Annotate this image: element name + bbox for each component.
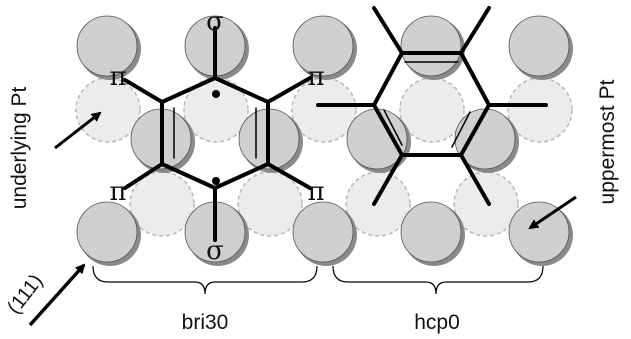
uppermost-atom [76, 15, 141, 80]
bri30-label: bri30 [182, 311, 229, 334]
uppermost-atom [508, 15, 573, 80]
uppermost-atom [454, 108, 519, 173]
underlying-atom [399, 77, 465, 143]
sigma-label-top: σ [206, 7, 224, 37]
uppermost-atom [292, 201, 357, 266]
uppermost-pointer-arrow [528, 195, 577, 230]
radical-dot [212, 177, 220, 185]
benzene-bri30 [123, 26, 312, 242]
hcp0-label: hcp0 [414, 311, 460, 334]
uppermost-atom [292, 15, 357, 80]
pi-label-top-left: π [109, 62, 126, 92]
direction-111-arrow [28, 263, 86, 327]
uppermost-atom [508, 201, 573, 266]
underlying-atom [75, 77, 141, 143]
underlying-pointer-arrow [54, 111, 102, 150]
uppermost-atom [400, 15, 465, 80]
pi-label-bottom-left: π [109, 177, 126, 207]
pi-label-bottom-right: π [307, 177, 324, 207]
uppermost-pt-label: uppermost Pt [596, 79, 619, 204]
bri30-brace [92, 265, 318, 295]
uppermost-atom [346, 108, 411, 173]
benzene-hcp0 [316, 6, 548, 206]
sigma-label-bottom: σ [206, 236, 224, 266]
uppermost-atom [76, 201, 141, 266]
underlying-atom-layer [75, 77, 573, 237]
uppermost-atom [400, 201, 465, 266]
underlying-pt-label: underlying Pt [8, 87, 31, 210]
hcp0-brace [332, 265, 544, 295]
underlying-atom [507, 77, 573, 143]
radical-dot [212, 90, 220, 98]
pi-label-top-right: π [307, 62, 324, 92]
